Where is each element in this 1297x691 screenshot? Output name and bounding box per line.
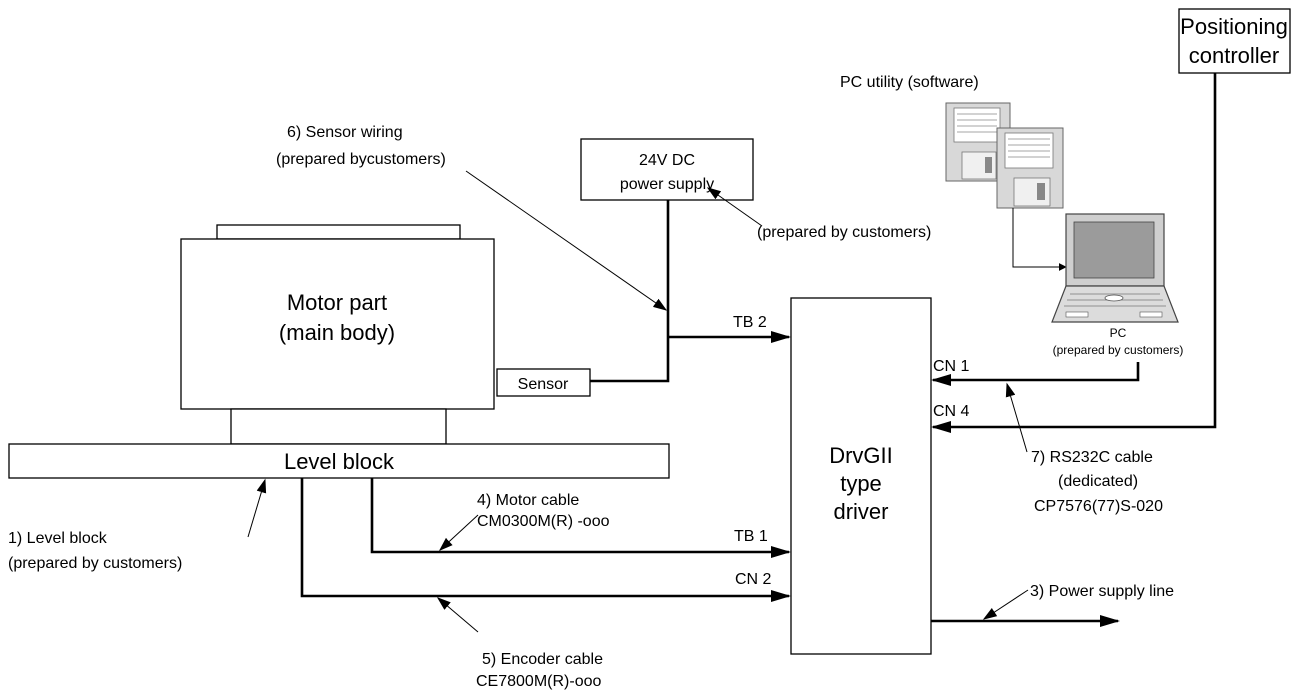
pc-label: PC bbox=[1110, 326, 1127, 340]
motor-label-line2: (main body) bbox=[279, 320, 395, 345]
power-supply-prepared-note: (prepared by customers) bbox=[757, 224, 931, 241]
encoder-cable-wire bbox=[300, 478, 791, 602]
driver-label-line2: type bbox=[840, 471, 882, 496]
encoder-cable-callout-1: 5) Encoder cable bbox=[482, 651, 603, 668]
level-block-callout-2: (prepared by customers) bbox=[8, 555, 182, 572]
port-cn4-label: CN 4 bbox=[933, 403, 970, 420]
rs232c-callout-2: (dedicated) bbox=[1058, 473, 1138, 490]
sensor-wire bbox=[590, 200, 670, 383]
level-block: Level block bbox=[8, 443, 670, 479]
rs232c-callout-3: CP7576(77)S-020 bbox=[1034, 498, 1163, 515]
motor-body bbox=[180, 238, 495, 410]
encoder-cable-callout-2: CE7800M(R)-ooo bbox=[476, 673, 601, 690]
port-tb1-label: TB 1 bbox=[734, 528, 768, 545]
motor-mount bbox=[230, 408, 447, 445]
driver-label-line3: driver bbox=[833, 499, 888, 524]
pc-to-cn1-wire bbox=[931, 362, 1140, 386]
rs232c-callout-1: 7) RS232C cable bbox=[1031, 449, 1153, 466]
power-supply-line-callout: 3) Power supply line bbox=[1030, 583, 1174, 600]
motor-top-plate bbox=[216, 224, 461, 240]
power-supply-line1: 24V DC bbox=[639, 152, 695, 169]
power-supply-line2: power supply bbox=[620, 176, 714, 193]
motor-part: Motor part (main body) bbox=[180, 224, 495, 445]
motor-label-line1: Motor part bbox=[287, 290, 387, 315]
driver-box: DrvGII type driver bbox=[790, 297, 932, 655]
sensor-label: Sensor bbox=[518, 376, 569, 393]
motor-cable-wire bbox=[370, 478, 791, 558]
pc-utility-label: PC utility (software) bbox=[840, 74, 979, 91]
port-cn1-label: CN 1 bbox=[933, 358, 970, 375]
laptop-pc-icon bbox=[1051, 213, 1179, 323]
level-block-leader bbox=[247, 478, 267, 538]
power-supply-leader bbox=[706, 187, 763, 227]
level-block-label: Level block bbox=[284, 449, 395, 474]
power-supply-box: 24V DC power supply bbox=[580, 138, 754, 201]
encoder-cable-leader bbox=[436, 597, 479, 633]
motor-cable-callout-2: CM0300M(R) -ooo bbox=[477, 513, 610, 530]
software-to-pc-connector bbox=[1012, 208, 1067, 271]
pc-prepared-note: (prepared by customers) bbox=[1053, 343, 1184, 357]
port-cn2-label: CN 2 bbox=[735, 571, 772, 588]
driver-label-line1: DrvGII bbox=[829, 443, 893, 468]
positioning-controller-box: Positioning controller bbox=[1178, 8, 1291, 74]
controller-to-cn4-wire bbox=[931, 73, 1217, 433]
floppy-disk-icon bbox=[945, 102, 1064, 209]
sensor-box: Sensor bbox=[496, 368, 591, 397]
rs232c-leader bbox=[1005, 382, 1028, 453]
motor-cable-callout-1: 4) Motor cable bbox=[477, 492, 579, 509]
controller-line1: Positioning bbox=[1180, 14, 1288, 39]
sensor-wiring-label-2: (prepared bycustomers) bbox=[276, 151, 446, 168]
motor-cable-leader bbox=[438, 514, 479, 551]
level-block-callout-1: 1) Level block bbox=[8, 530, 108, 547]
power-supply-line-leader bbox=[982, 589, 1029, 620]
controller-line2: controller bbox=[1189, 43, 1279, 68]
port-tb2-label: TB 2 bbox=[733, 314, 767, 331]
sensor-wiring-leader bbox=[465, 170, 668, 311]
sensor-wiring-label-1: 6) Sensor wiring bbox=[287, 124, 403, 141]
